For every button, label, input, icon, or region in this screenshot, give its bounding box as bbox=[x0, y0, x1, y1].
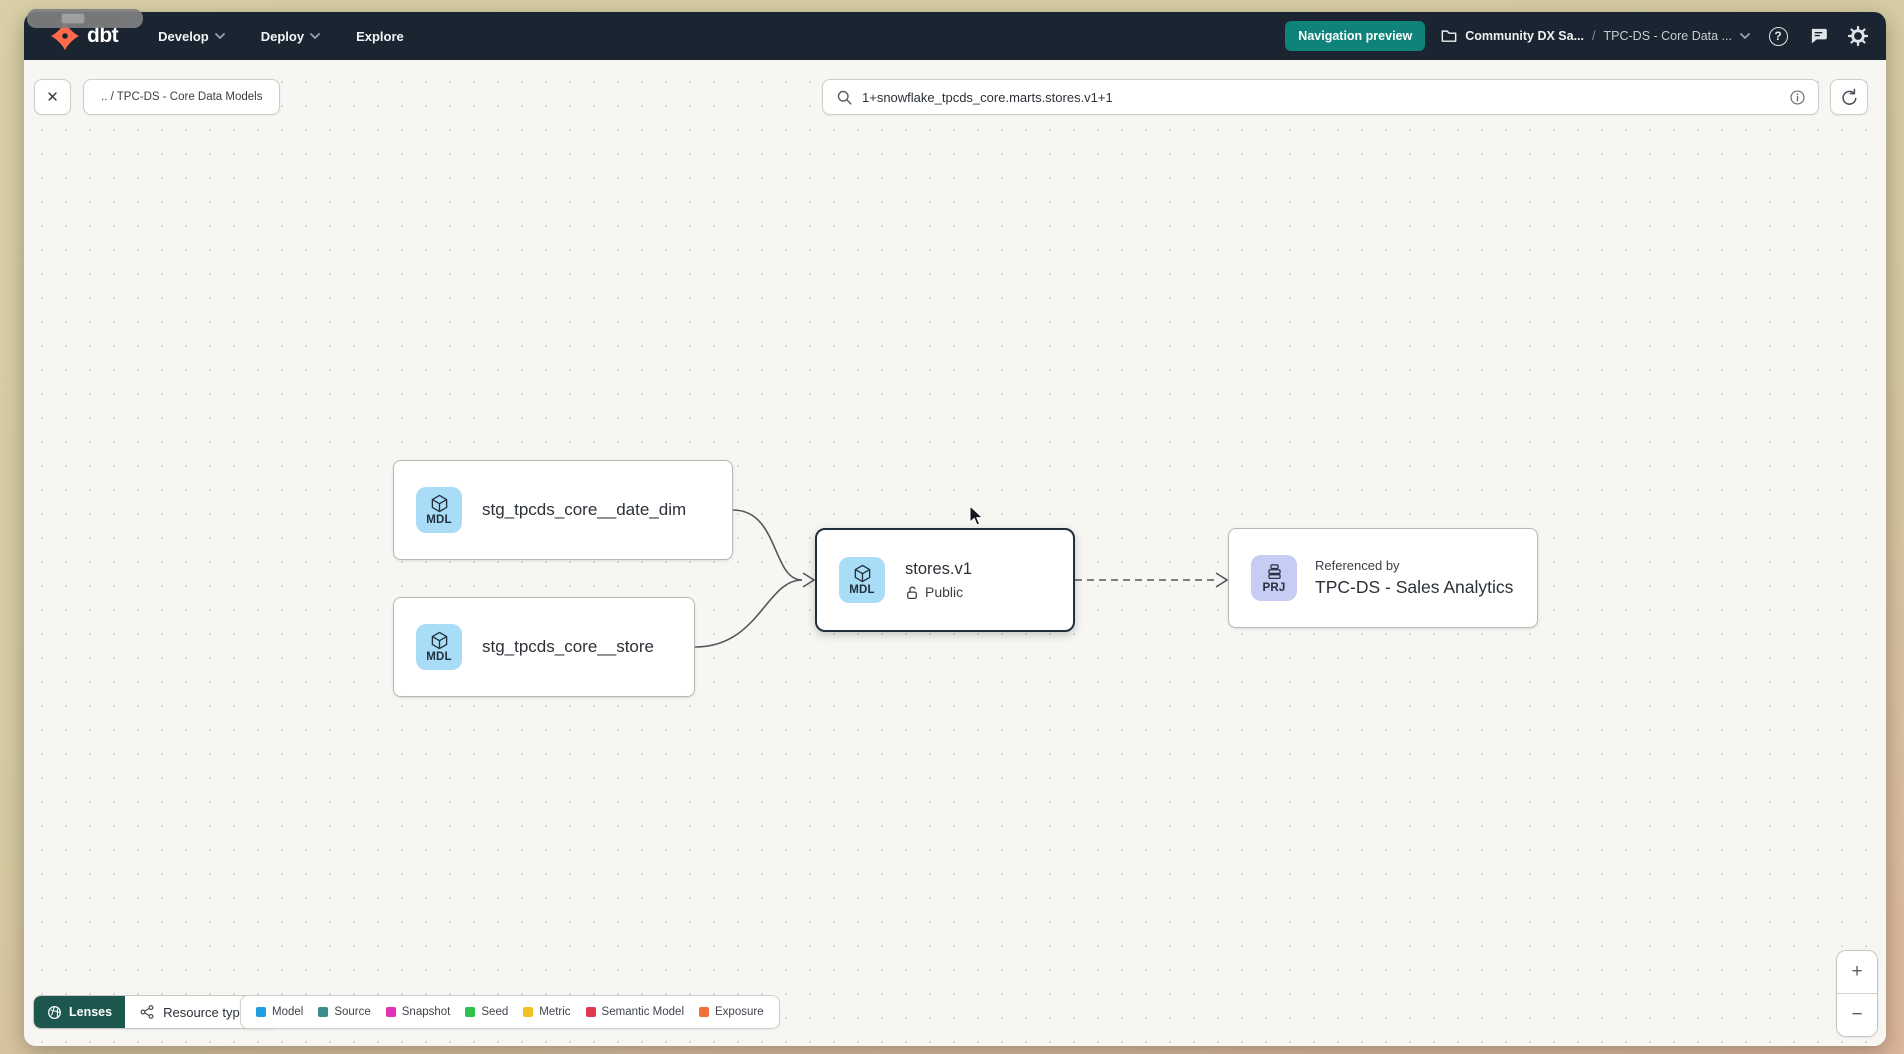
search-icon bbox=[837, 90, 852, 105]
legend-item-seed: Seed bbox=[465, 1006, 508, 1018]
cube-icon bbox=[431, 631, 447, 650]
refresh-icon bbox=[1841, 88, 1857, 105]
edge-arrowhead bbox=[1215, 572, 1229, 588]
legend-item-source: Source bbox=[318, 1006, 371, 1018]
badge-label: MDL bbox=[426, 651, 452, 663]
resource-graph-icon bbox=[140, 1005, 154, 1019]
node-text-group: Referenced by TPC-DS - Sales Analytics bbox=[1315, 558, 1513, 598]
legend-swatch bbox=[585, 1007, 596, 1017]
lens-icon bbox=[48, 1005, 61, 1019]
info-icon[interactable] bbox=[1789, 89, 1806, 106]
mouse-cursor bbox=[969, 505, 984, 526]
menu-develop[interactable]: Develop bbox=[158, 29, 225, 44]
lineage-canvas[interactable]: ✕ .. / TPC-DS - Core Data Models bbox=[24, 60, 1886, 1046]
legend-item-exposure: Exposure bbox=[699, 1006, 764, 1018]
node-label: stg_tpcds_core__date_dim bbox=[482, 500, 687, 519]
settings-button[interactable] bbox=[1846, 24, 1870, 48]
chevron-down-icon bbox=[214, 33, 225, 39]
legend-swatch bbox=[256, 1007, 266, 1017]
nav-left-group: dbt Develop Deploy Explore bbox=[50, 21, 404, 51]
menu-explore[interactable]: Explore bbox=[356, 28, 404, 44]
node-stg-tpcds-core-store[interactable]: MDL stg_tpcds_core__store bbox=[393, 597, 695, 697]
close-lineage-button[interactable]: ✕ bbox=[34, 79, 71, 115]
divider bbox=[1837, 993, 1877, 994]
edge-arrowhead bbox=[802, 572, 816, 588]
badge-label: MDL bbox=[849, 584, 875, 596]
app-window: dbt Develop Deploy Explore Navigation pr… bbox=[24, 12, 1886, 1046]
folder-icon bbox=[1441, 30, 1457, 42]
lineage-search bbox=[822, 79, 1819, 115]
model-badge: MDL bbox=[416, 487, 462, 533]
window-icon bbox=[61, 13, 85, 24]
legend-swatch bbox=[465, 1007, 476, 1017]
legend-item-metric: Metric bbox=[523, 1006, 571, 1018]
unlock-icon bbox=[907, 586, 917, 599]
model-badge: MDL bbox=[839, 557, 885, 603]
breadcrumb-separator: / bbox=[1592, 29, 1596, 43]
node-referenced-by-sales-analytics[interactable]: PRJ Referenced by TPC-DS - Sales Analyti… bbox=[1228, 528, 1538, 628]
breadcrumb-account[interactable]: Community DX Sa... bbox=[1465, 29, 1585, 43]
node-label: stg_tpcds_core__store bbox=[482, 637, 654, 656]
chevron-down-icon bbox=[1740, 33, 1750, 39]
navigation-preview-badge[interactable]: Navigation preview bbox=[1285, 21, 1426, 51]
resource-type-label: Resource type bbox=[163, 1004, 247, 1020]
legend-swatch bbox=[318, 1007, 329, 1017]
node-stg-tpcds-core-date-dim[interactable]: MDL stg_tpcds_core__date_dim bbox=[393, 460, 733, 560]
screen-indicator-pill bbox=[27, 9, 143, 28]
cube-icon bbox=[431, 494, 447, 513]
access-label: Public bbox=[925, 584, 964, 600]
legend-item-model: Model bbox=[256, 1006, 303, 1018]
feedback-button[interactable] bbox=[1806, 24, 1830, 48]
top-navigation: dbt Develop Deploy Explore Navigation pr… bbox=[24, 12, 1886, 60]
help-button[interactable]: ? bbox=[1766, 24, 1790, 48]
cube-icon bbox=[854, 564, 870, 583]
zoom-in-button[interactable]: + bbox=[1837, 951, 1877, 993]
legend-swatch bbox=[385, 1007, 396, 1017]
refresh-lineage-button[interactable] bbox=[1830, 79, 1868, 115]
zoom-out-button[interactable]: − bbox=[1837, 994, 1877, 1036]
legend-swatch bbox=[523, 1007, 534, 1017]
zoom-controls: + − bbox=[1836, 950, 1878, 1037]
dbt-logo[interactable]: dbt bbox=[50, 21, 119, 51]
breadcrumb-project[interactable]: TPC-DS - Core Data ... bbox=[1603, 29, 1733, 43]
lineage-breadcrumb-chip[interactable]: .. / TPC-DS - Core Data Models bbox=[83, 79, 281, 115]
edge-store-to-stores bbox=[694, 579, 803, 648]
search-input[interactable] bbox=[862, 89, 1780, 105]
lenses-button[interactable]: Lenses bbox=[34, 996, 126, 1028]
dbt-logo-text: dbt bbox=[87, 24, 119, 47]
node-label: stores.v1 bbox=[905, 560, 972, 578]
close-icon: ✕ bbox=[46, 89, 59, 106]
node-access-row: Public bbox=[905, 584, 972, 600]
node-label: TPC-DS - Sales Analytics bbox=[1315, 577, 1514, 597]
legend-item-semantic-model: Semantic Model bbox=[585, 1006, 684, 1018]
badge-label: MDL bbox=[426, 514, 452, 526]
model-badge: MDL bbox=[416, 624, 462, 670]
node-kicker: Referenced by bbox=[1315, 558, 1400, 573]
project-stack-icon bbox=[1267, 563, 1281, 579]
chevron-down-icon bbox=[310, 33, 320, 39]
feedback-icon bbox=[1811, 28, 1827, 44]
edge-date-dim-to-stores bbox=[732, 509, 803, 581]
help-icon: ? bbox=[1768, 26, 1788, 46]
project-badge: PRJ bbox=[1251, 555, 1297, 601]
legend-swatch bbox=[699, 1007, 710, 1017]
view-controls: Lenses Resource type bbox=[33, 995, 281, 1029]
gear-icon bbox=[1848, 26, 1868, 46]
badge-label: PRJ bbox=[1262, 581, 1286, 594]
resource-type-legend: Model Source Snapshot Seed Metric Semant… bbox=[240, 995, 780, 1029]
node-text-group: stores.v1 Public bbox=[905, 560, 972, 600]
lenses-label: Lenses bbox=[69, 1005, 113, 1019]
menu-deploy[interactable]: Deploy bbox=[261, 29, 320, 44]
breadcrumb[interactable]: Community DX Sa... / TPC-DS - Core Data … bbox=[1441, 29, 1750, 43]
dbt-logo-icon bbox=[50, 21, 80, 51]
main-menu: Develop Deploy Explore bbox=[158, 29, 404, 44]
legend-item-snapshot: Snapshot bbox=[385, 1006, 450, 1018]
node-stores-v1-selected[interactable]: MDL stores.v1 Public bbox=[815, 528, 1075, 632]
nav-right-group: Navigation preview Community DX Sa... / … bbox=[1285, 21, 1870, 51]
